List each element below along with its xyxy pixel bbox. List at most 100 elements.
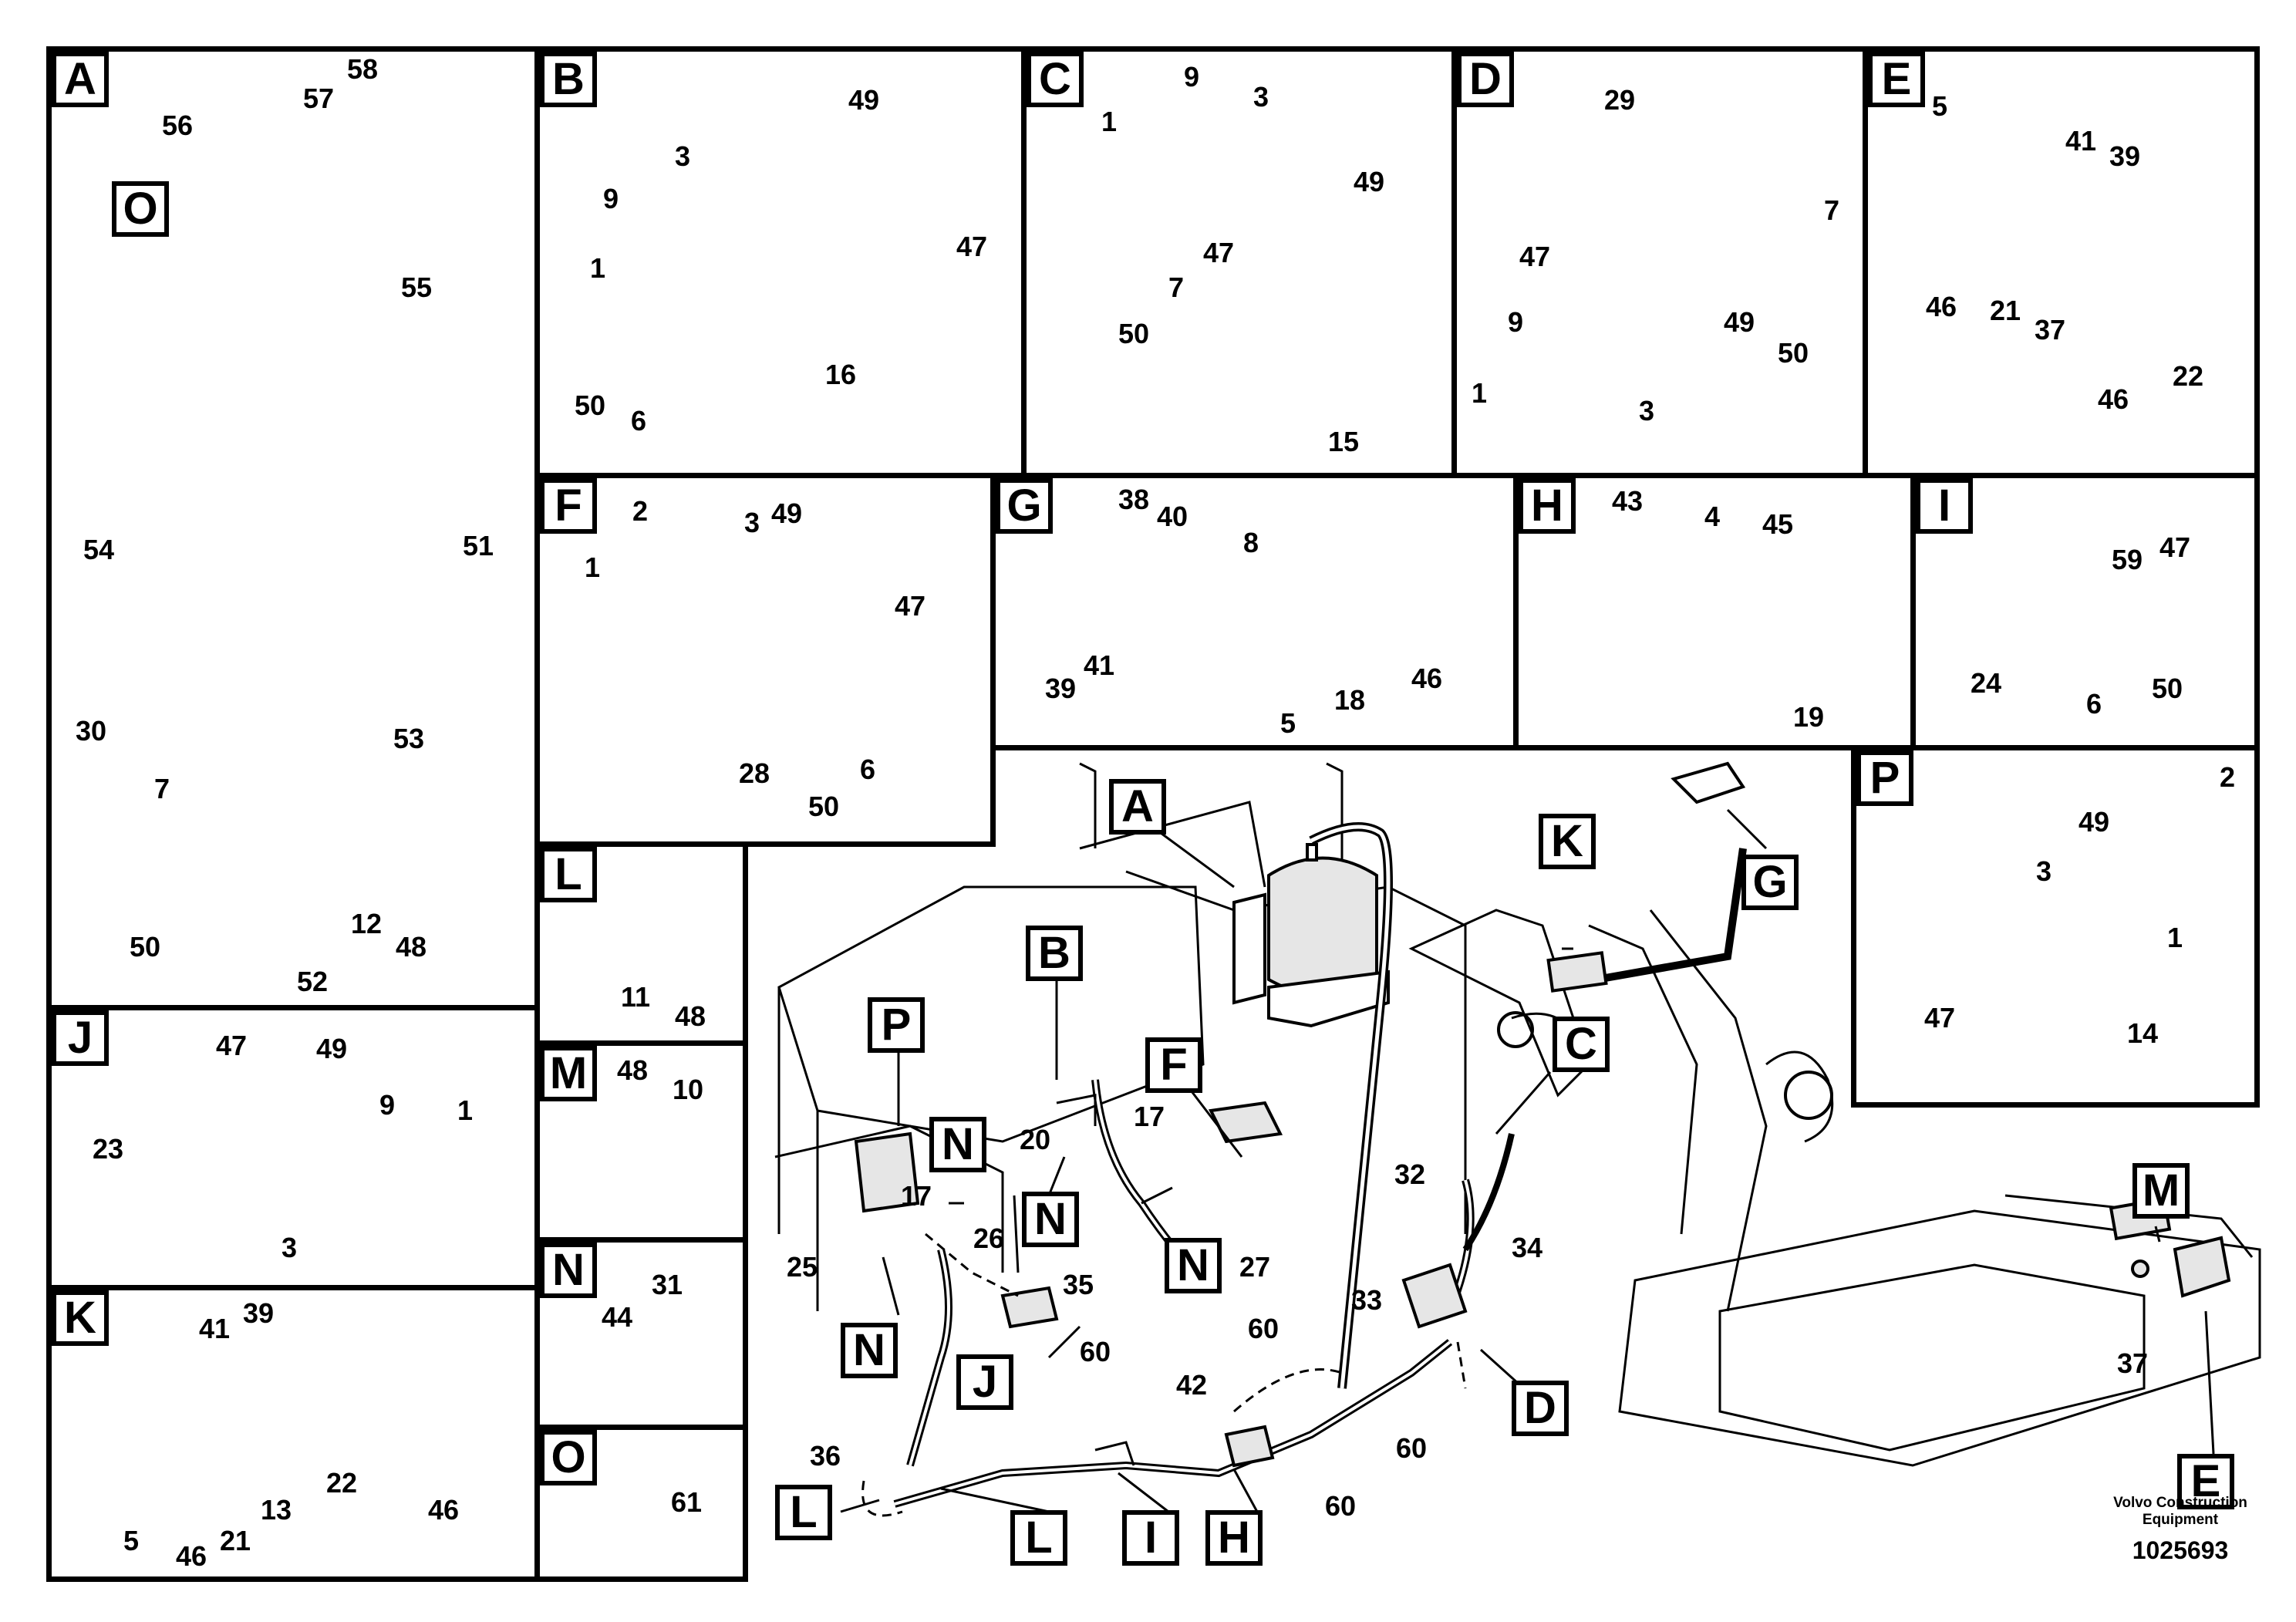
main-locator-a: A bbox=[1109, 779, 1166, 835]
panel-e bbox=[1863, 46, 2260, 478]
callout: 12 bbox=[351, 908, 383, 939]
callout: 33 bbox=[1351, 1284, 1383, 1316]
callout: 15 bbox=[1328, 426, 1360, 457]
callout: 17 bbox=[901, 1180, 932, 1212]
panel-g bbox=[990, 473, 1519, 750]
callout: 46 bbox=[1411, 663, 1443, 694]
panel-c bbox=[1021, 46, 1457, 478]
panel-b bbox=[534, 46, 1027, 478]
callout: 26 bbox=[973, 1222, 1005, 1254]
callout: 50 bbox=[808, 791, 840, 822]
panel-j-tag: J bbox=[52, 1010, 109, 1066]
callout: 46 bbox=[176, 1540, 207, 1572]
callout: 21 bbox=[1990, 295, 2021, 326]
callout: 1 bbox=[2167, 922, 2183, 953]
callout: 3 bbox=[282, 1232, 298, 1263]
main-locator-b: B bbox=[1026, 926, 1083, 981]
callout: 25 bbox=[787, 1251, 818, 1283]
callout: 61 bbox=[671, 1486, 703, 1518]
callout: 2 bbox=[2220, 761, 2236, 793]
callout: 47 bbox=[956, 231, 988, 262]
callout: 53 bbox=[393, 723, 425, 754]
callout: 3 bbox=[1639, 395, 1655, 427]
callout: 50 bbox=[1778, 337, 1809, 369]
callout: 50 bbox=[1118, 318, 1150, 349]
main-locator-e: E bbox=[2177, 1454, 2234, 1509]
panel-a-tag: A bbox=[52, 52, 109, 107]
main-locator-h: H bbox=[1205, 1510, 1263, 1566]
main-locator-d: D bbox=[1512, 1381, 1569, 1436]
callout: 42 bbox=[1176, 1369, 1208, 1401]
callout: 3 bbox=[1253, 81, 1269, 113]
callout: 48 bbox=[396, 931, 427, 963]
panel-e-tag: E bbox=[1868, 52, 1925, 107]
callout: 19 bbox=[1793, 701, 1825, 733]
callout: 9 bbox=[603, 183, 619, 214]
panel-i-tag: I bbox=[1916, 478, 1973, 534]
callout: 36 bbox=[810, 1440, 841, 1472]
callout: 43 bbox=[1612, 485, 1644, 517]
main-locator-j: J bbox=[956, 1354, 1013, 1410]
panel-m bbox=[534, 1040, 748, 1243]
main-locator-i: I bbox=[1122, 1510, 1179, 1566]
panel-k-tag: K bbox=[52, 1290, 109, 1346]
panel-f bbox=[534, 473, 996, 847]
callout: 41 bbox=[2065, 125, 2097, 157]
callout: 47 bbox=[1924, 1002, 1956, 1034]
callout: 46 bbox=[2098, 383, 2129, 415]
callout: 40 bbox=[1157, 501, 1188, 532]
panel-c-tag: C bbox=[1027, 52, 1084, 107]
callout: 28 bbox=[739, 757, 770, 789]
callout: 8 bbox=[1243, 527, 1259, 558]
callout: 1 bbox=[457, 1094, 474, 1126]
main-locator-l: L bbox=[775, 1485, 832, 1540]
callout: 50 bbox=[2152, 673, 2183, 704]
callout: 37 bbox=[2035, 314, 2066, 346]
drawing-number: 1025693 bbox=[2132, 1536, 2229, 1564]
callout: 7 bbox=[154, 773, 170, 804]
callout: 60 bbox=[1325, 1490, 1357, 1522]
callout: 35 bbox=[1063, 1269, 1094, 1300]
callout: 50 bbox=[130, 931, 161, 963]
callout: 48 bbox=[617, 1054, 649, 1086]
callout: 31 bbox=[652, 1269, 683, 1300]
callout: 59 bbox=[2112, 544, 2143, 575]
callout: 56 bbox=[162, 110, 194, 141]
callout: 39 bbox=[2109, 140, 2141, 172]
panel-m-tag: M bbox=[540, 1046, 597, 1101]
callout: 9 bbox=[1508, 306, 1524, 338]
callout: 34 bbox=[1512, 1232, 1543, 1263]
callout: 11 bbox=[621, 981, 651, 1013]
panel-n-tag: N bbox=[540, 1243, 597, 1298]
main-locator-c: C bbox=[1553, 1017, 1610, 1072]
panel-d bbox=[1451, 46, 1868, 478]
main-locator-n: N bbox=[929, 1117, 986, 1172]
main-locator-n: N bbox=[1165, 1238, 1222, 1293]
callout: 1 bbox=[585, 551, 601, 583]
main-locator-k: K bbox=[1539, 814, 1596, 869]
panel-k bbox=[46, 1285, 540, 1582]
callout: 6 bbox=[860, 754, 876, 785]
callout: 58 bbox=[347, 53, 379, 85]
callout: 39 bbox=[243, 1297, 275, 1329]
callout: 27 bbox=[1239, 1251, 1271, 1283]
locator-tag-o: O bbox=[112, 181, 169, 237]
callout: 51 bbox=[463, 530, 494, 561]
callout: 3 bbox=[744, 507, 760, 538]
callout: 9 bbox=[379, 1089, 396, 1121]
callout: 60 bbox=[1248, 1313, 1279, 1344]
callout: 48 bbox=[675, 1000, 706, 1032]
callout: 18 bbox=[1334, 684, 1366, 716]
callout: 29 bbox=[1604, 84, 1636, 116]
callout: 1 bbox=[1101, 106, 1118, 137]
callout: 16 bbox=[825, 359, 857, 390]
callout: 49 bbox=[2079, 806, 2110, 838]
callout: 5 bbox=[123, 1525, 140, 1556]
panel-p bbox=[1851, 745, 2260, 1108]
main-locator-p: P bbox=[868, 997, 925, 1053]
callout: 57 bbox=[303, 83, 335, 114]
callout: 23 bbox=[93, 1133, 124, 1165]
callout: 54 bbox=[83, 534, 115, 565]
panel-h bbox=[1513, 473, 1916, 750]
